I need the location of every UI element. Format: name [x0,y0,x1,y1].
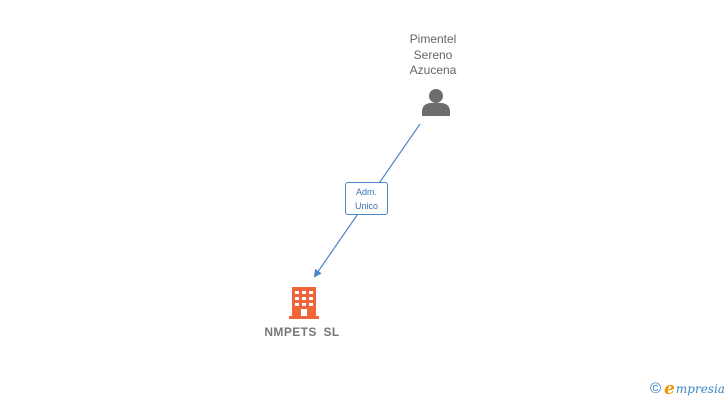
role-badge: Adm. Unico [345,182,388,215]
empresia-brand: © e mpresia [650,379,725,399]
brand-logo-initial: e [664,379,675,399]
brand-logo-text: mpresia [675,382,725,396]
copyright-icon: © [650,380,662,397]
person-name-line-1: Pimentel [409,32,457,46]
person-name-line-3: Azucena [409,63,457,77]
person-name-label[interactable]: Pimentel Sereno Azucena [383,32,483,79]
building-icon[interactable] [289,287,319,319]
person-name-line-2: Sereno [413,47,453,62]
role-line-1: Adm. [355,187,377,197]
role-line-2: Unico [354,201,378,211]
person-icon[interactable] [422,89,450,116]
company-name-label[interactable]: NMPETS SL [264,325,340,339]
